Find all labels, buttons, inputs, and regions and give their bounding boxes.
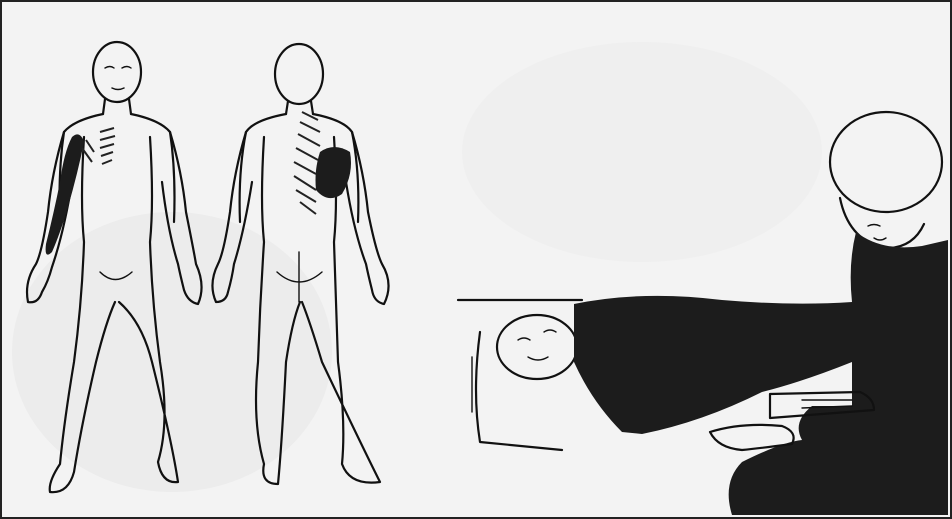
illustration-canvas	[2, 2, 950, 517]
illustration-frame	[0, 0, 952, 519]
